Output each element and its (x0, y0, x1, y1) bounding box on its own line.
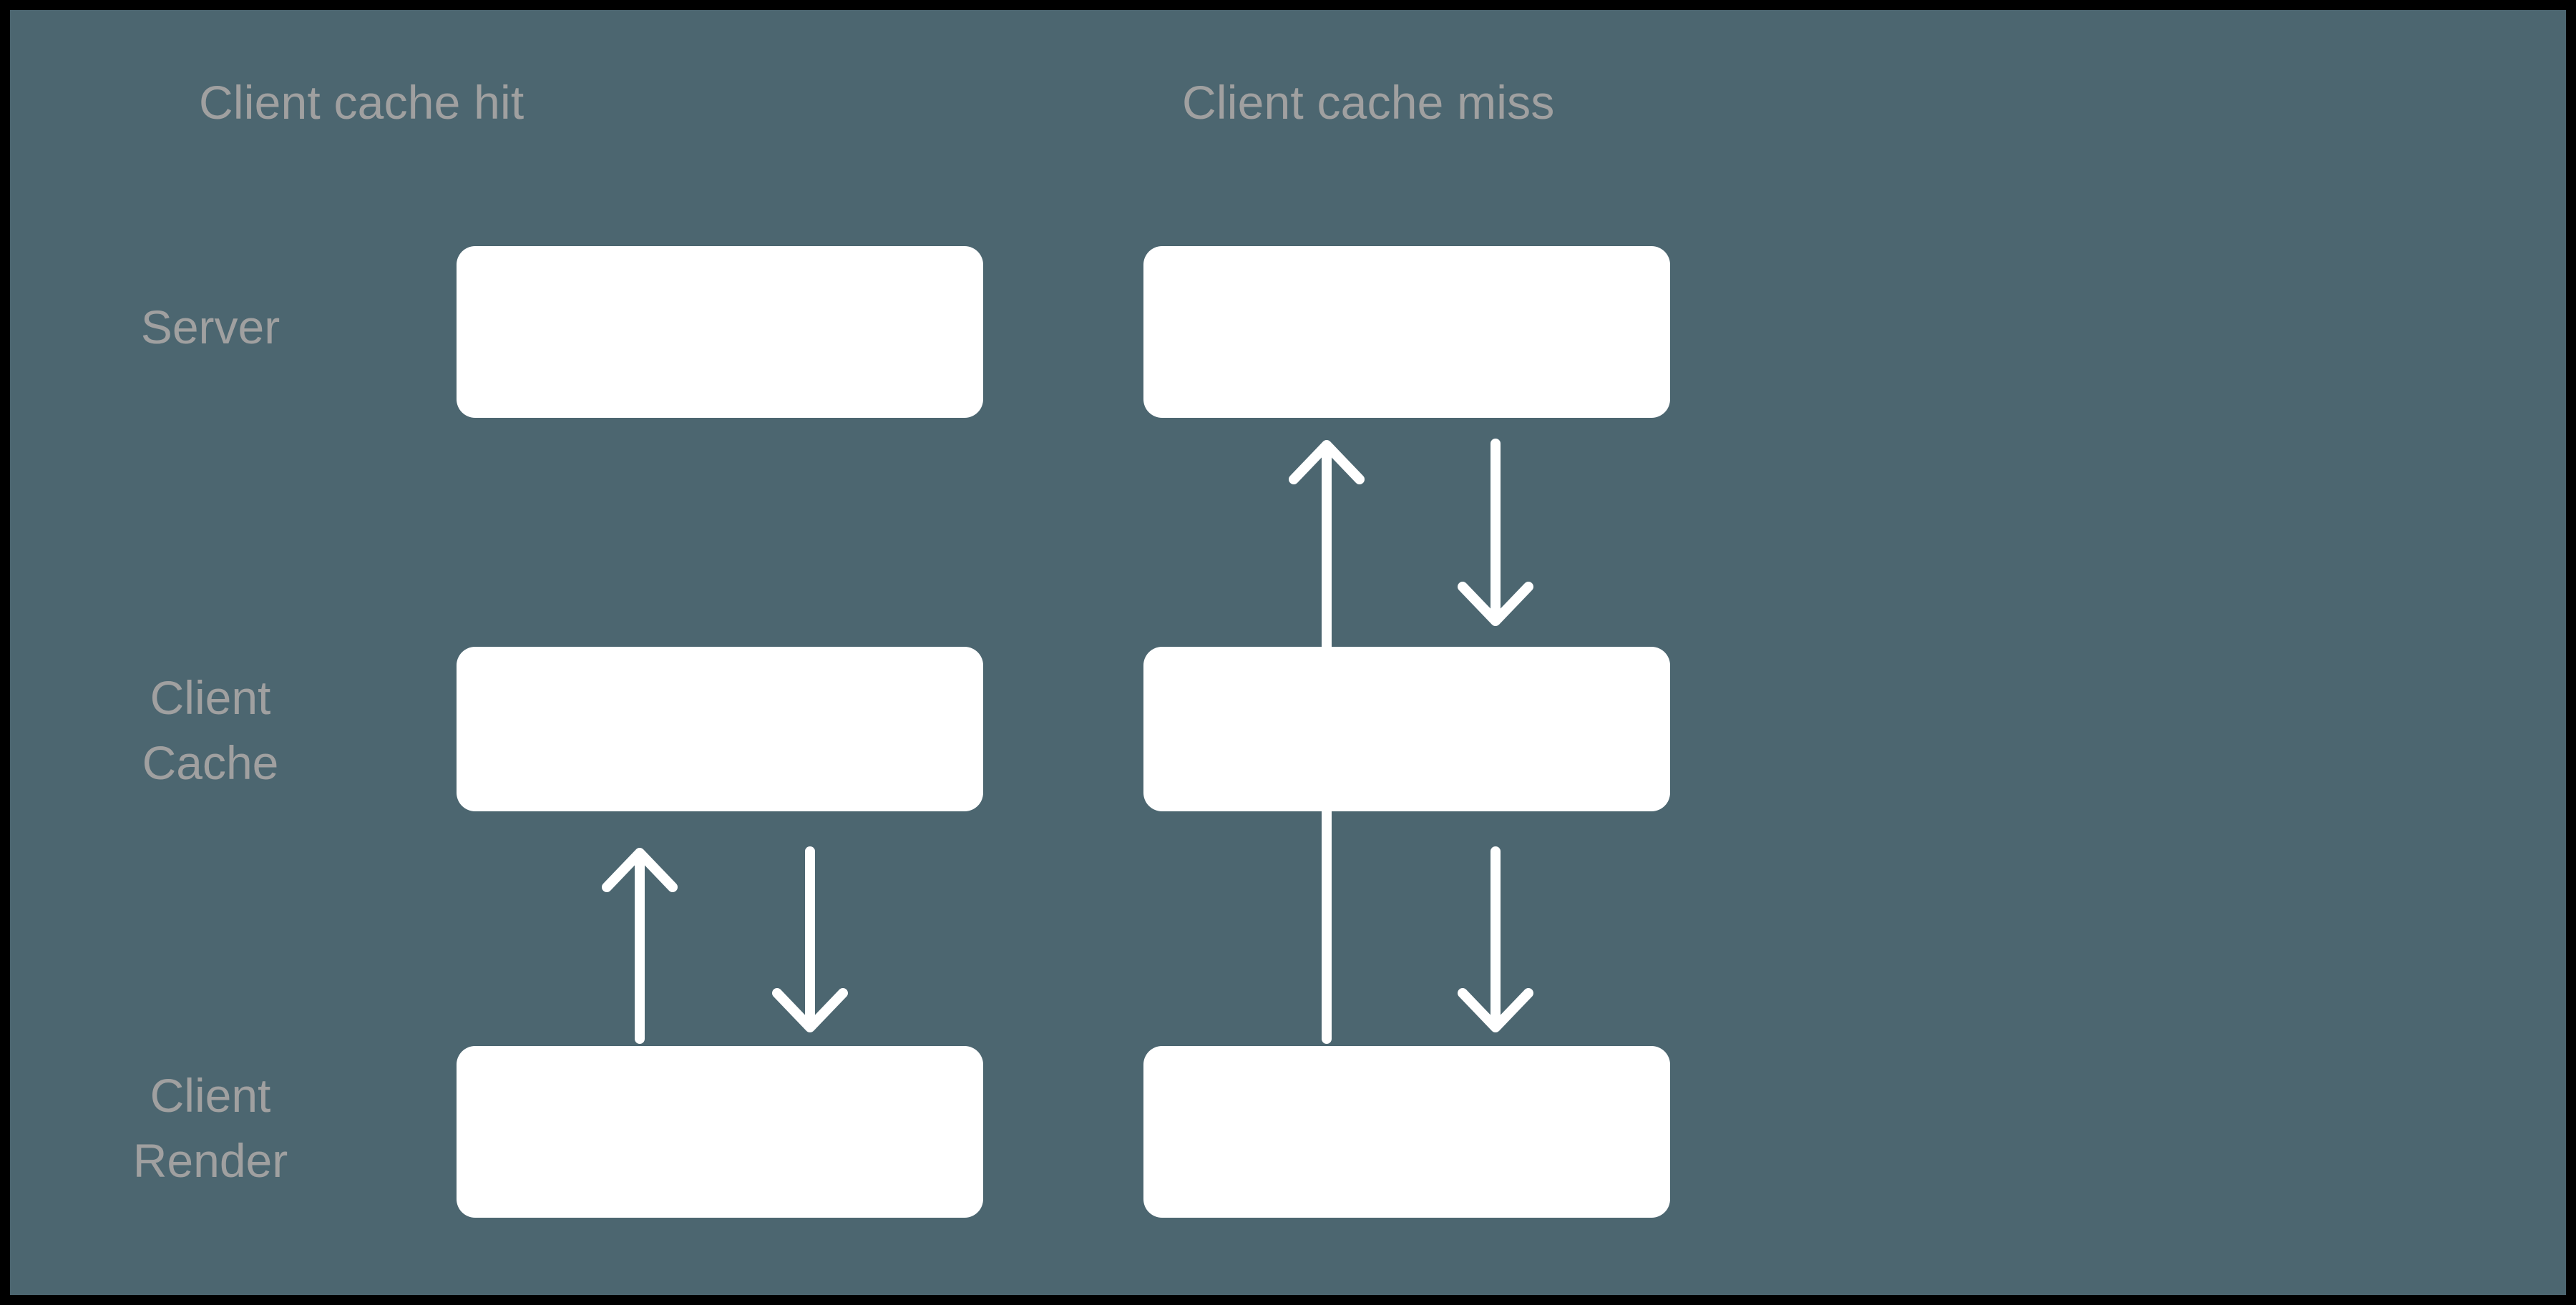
column-header-cache-miss: Client cache miss (1182, 76, 1555, 129)
row-label-client-cache: Client Cache (142, 671, 279, 790)
arrow-miss-server-to-cache (1458, 439, 1533, 626)
column-header-cache-hit: Client cache hit (199, 76, 525, 129)
arrow-hit-render-to-cache (602, 848, 678, 1044)
row-label-server: Server (140, 300, 280, 353)
node-box-hit-render[interactable] (457, 1046, 983, 1218)
arrow-miss-render-to-server (1289, 440, 1365, 1044)
node-box-hit-server[interactable] (457, 246, 983, 418)
row-label-client-render: Client Render (132, 1069, 288, 1188)
node-box-miss-render[interactable] (1143, 1046, 1670, 1218)
node-box-miss-server[interactable] (1143, 246, 1670, 418)
diagram-stage: Client cache hit Client cache miss Serve… (10, 10, 2566, 1295)
node-box-hit-cache[interactable] (457, 647, 983, 811)
arrow-hit-cache-to-render (772, 846, 848, 1032)
node-box-miss-cache[interactable] (1143, 647, 1670, 811)
arrow-miss-cache-to-render (1458, 846, 1533, 1032)
